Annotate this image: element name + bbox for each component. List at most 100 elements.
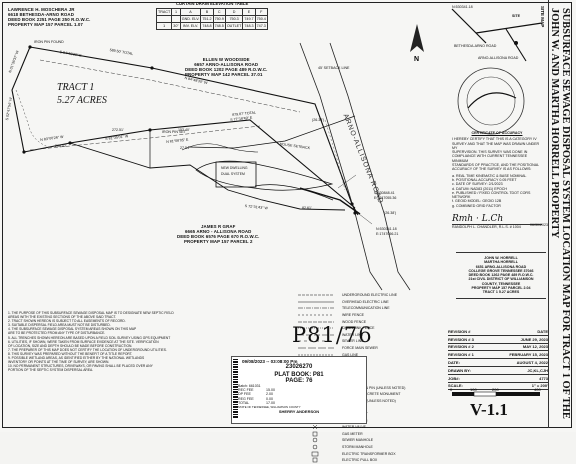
certificate-item: NETWORK bbox=[452, 195, 471, 200]
legend-label: STORM MANHOLE bbox=[342, 444, 373, 449]
client-line: 21st CIVIL DISTRICT OF WILLIAMSON bbox=[468, 277, 534, 282]
table-cell: 30" bbox=[171, 22, 181, 30]
revision-value: 4773 bbox=[539, 375, 548, 381]
revision-label: JOB#: bbox=[448, 375, 460, 381]
table-cell: 748.8 bbox=[200, 22, 214, 30]
certificate-text: ACCURACY OF THE SURVEY IS AS FOLLOWS: bbox=[452, 167, 532, 172]
certificate-text: I HEREBY CERTIFY THAT THIS IS A CATEGORY… bbox=[452, 137, 537, 142]
certificate-signer: RANDOLPH L. CHANDLER, R.L.S. # 1004 bbox=[452, 224, 542, 229]
house-label: NEW DWELLING bbox=[221, 166, 248, 170]
tract-acres: 5.27 ACRES bbox=[57, 95, 107, 106]
certificate-date: 06/30/2023 bbox=[530, 223, 548, 227]
stamp-number: 23026270 bbox=[285, 364, 313, 370]
certificate-title: CERTIFICATE OF ACCURACY bbox=[471, 131, 523, 135]
table-cell: E bbox=[242, 8, 256, 16]
client-line: 6651 ARNO-ALLISONA ROAD bbox=[475, 264, 527, 269]
distance-label: (26.38') bbox=[312, 118, 325, 122]
stamp-batch: Batch: 661031 bbox=[238, 384, 261, 388]
legend-label: GAS LINE bbox=[342, 352, 359, 357]
north-arrow-icon: N bbox=[410, 24, 424, 62]
certificate-text: STANDARDS OF PRACTICE, AND THE POSITIONA… bbox=[452, 163, 540, 168]
note-line: OF LOCATION, SIZE AND DEPTH SHOULD BE MA… bbox=[8, 343, 133, 348]
note-line: PORTION OF THE SEPTIC SYSTEM DISPERSAL A… bbox=[8, 368, 94, 373]
distance-label: 27.54' bbox=[180, 146, 190, 150]
coordinate-label: N:530341.18 bbox=[376, 227, 397, 231]
revision-label: REVISION # bbox=[448, 328, 471, 334]
revision-date-label: DATE bbox=[537, 328, 548, 334]
legend-item: WATER VALVE bbox=[296, 424, 446, 431]
legend-item: FORCE MAIN SEWER bbox=[296, 345, 446, 352]
revision-row: SCALE:1" = 200' bbox=[448, 383, 548, 391]
table-cell: INV. ELV. bbox=[179, 22, 202, 30]
legend-label: ELECTRIC TRANSFORMER BOX bbox=[342, 451, 396, 456]
stamp-date: 09/08/2023 -- 03:08:00 Pm bbox=[242, 359, 298, 364]
recording-stamp: 09/08/2023 -- 03:08:00 Pm 23026270 PLAT … bbox=[231, 356, 367, 424]
client-line: COLLEGE GROVE TENNESSEE 37046 bbox=[468, 268, 534, 273]
certificate-item: e. PUBLISHED / FIXED CONTROL TDOT CORS bbox=[452, 190, 531, 195]
table-cell: F bbox=[254, 8, 268, 16]
owner-line: DEED BOOK 2251 PAGE 250 R.O.W.C. bbox=[8, 17, 91, 22]
fee-label: REG FEE bbox=[238, 396, 254, 401]
owner-line: DEED BOOK 6576 PAGE 670 R.O.W.C. bbox=[177, 234, 260, 239]
client-line: PROPERTY MAP 157 PARCEL 2.04 bbox=[471, 286, 531, 291]
adjoining-owner-moschera: LAWRENCE H. MOSCHERA JR 6618 BETHESDA-AR… bbox=[8, 7, 103, 27]
scale-mark: 200 bbox=[492, 387, 499, 392]
fee-label: TOTAL bbox=[238, 400, 250, 405]
table-cell: C bbox=[212, 8, 226, 16]
legend-item: STORM MANHOLE bbox=[296, 444, 446, 451]
revision-label: SCALE: bbox=[448, 383, 463, 389]
sheet-number: V-1.1 bbox=[470, 400, 508, 419]
table-cell: GND. ELV. bbox=[179, 15, 202, 23]
legend-item: WOOD FENCE bbox=[296, 318, 446, 325]
owner-line: 6657 ARNO-ALLISONA ROAD bbox=[194, 62, 259, 67]
revision-label: REVISION # 1 bbox=[448, 352, 474, 358]
stamp-register: SHERRY ANDERSON bbox=[278, 409, 320, 415]
note-line: ARE TO BE PROTECTED FROM ANY TYPE OF DIS… bbox=[8, 331, 106, 336]
table-cell bbox=[155, 15, 173, 23]
client-line: JOHN W. HORRELL bbox=[484, 256, 518, 260]
legend-item: WIRE FENCE bbox=[296, 312, 446, 319]
legend-label: SEWER LINE bbox=[342, 339, 364, 344]
legend-label: WIRE FENCE bbox=[342, 313, 364, 318]
fee-label: DP FEE bbox=[238, 392, 251, 397]
legend-label: ELECTRIC PULL BOX bbox=[342, 458, 378, 463]
owner-line: 6665 ARNO - ALLISONA ROAD bbox=[185, 229, 252, 234]
tract-label: TRACT 1 bbox=[57, 82, 95, 93]
table-cell: 748.3 bbox=[242, 22, 256, 30]
certificate-text: COMPLIANCE WITH CURRENT TENNESSEE MINIMU… bbox=[452, 154, 528, 163]
surveyor-seal bbox=[457, 67, 525, 135]
fee-value: 17.00 bbox=[266, 400, 275, 405]
revision-value: MAY 12, 2023 bbox=[522, 344, 548, 350]
table-cell: 1 bbox=[171, 8, 181, 16]
legend-item: SEWER MANHOLE bbox=[296, 437, 446, 444]
owner-line: PROPERTY MAP 142 PARCEL 37.01 bbox=[185, 72, 263, 77]
note-line: AREAS WITH THE EXISTING SECTIONS OF THE … bbox=[8, 315, 117, 320]
vicinity-road-label: ARNO-ALLISONA ROAD bbox=[478, 56, 519, 60]
table-cell: B bbox=[200, 8, 214, 16]
revision-value: FEBRUARY 15, 2023 bbox=[509, 352, 548, 358]
certificate-item: b. POSITIONAL ACCURACY 0.05 FEET bbox=[452, 177, 517, 182]
table-cell: 751.2 bbox=[200, 15, 214, 23]
note-line: 2. TRACT SHOWN HEREON IS SUBJECT TO ALL … bbox=[8, 319, 126, 324]
table-cell: TRACT bbox=[155, 8, 173, 16]
site-label: SITE bbox=[512, 14, 520, 18]
revision-value: JUNE 29, 2023 bbox=[520, 336, 548, 342]
note-line: 5. ALL TRENCHES SHOWN HEREON ARE BASED U… bbox=[8, 335, 171, 340]
client-line: DEED BOOK 1262 PAGE 489 R.O.W.C. bbox=[468, 273, 534, 278]
legend-label: IRON PIN SET (UNLESS NOTED) bbox=[342, 398, 396, 403]
coordinate-label: N:530341.18 bbox=[452, 5, 473, 9]
table-row: TRACT 1 A B C D E F bbox=[155, 8, 268, 16]
legend-label: GAS METER bbox=[342, 431, 363, 436]
revision-row: REVISION # 1 FEBRUARY 15, 2023 bbox=[448, 351, 548, 360]
table-cell: A bbox=[179, 8, 202, 16]
table-cell bbox=[171, 15, 181, 23]
certificate-item: f. GEOID MODEL: GEOID 12B bbox=[452, 199, 502, 204]
table-cell: 750.3 bbox=[224, 15, 244, 23]
coordinate-label: N:530848.41 bbox=[374, 191, 395, 195]
table-cell: 750.4 bbox=[254, 15, 268, 23]
legend-label: EXISTING IRON PIN (UNLESS NOTED) bbox=[342, 385, 406, 390]
revision-value: JC,KL,CJH bbox=[527, 367, 548, 373]
